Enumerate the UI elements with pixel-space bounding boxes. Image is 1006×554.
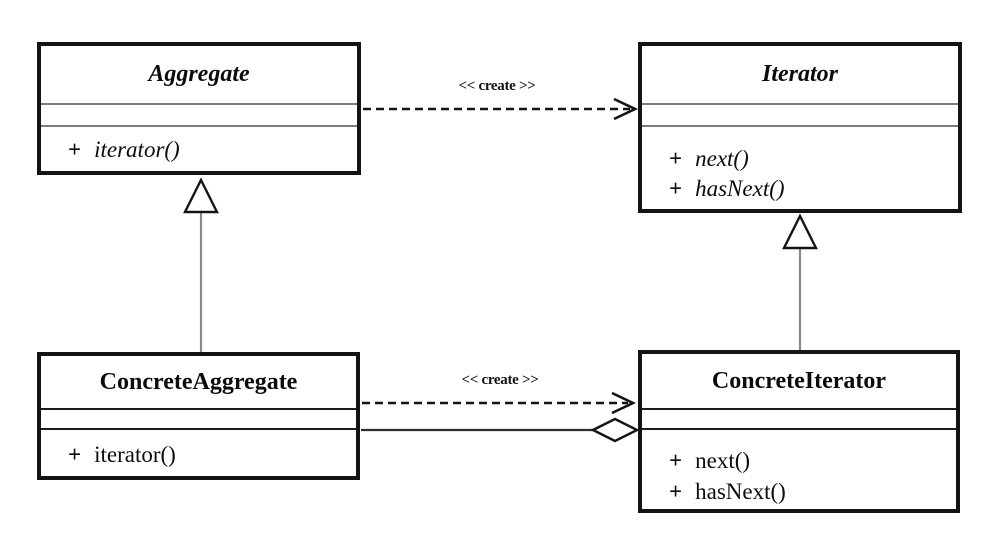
create-dependency-concreteaggregate-to-concreteiterator [362, 391, 637, 415]
method-hasnext: + hasNext() [669, 476, 956, 507]
visibility-public-symbol: + [68, 137, 82, 162]
visibility-public-symbol: + [669, 447, 683, 473]
class-name-concrete-iterator: ConcreteIterator [711, 367, 887, 394]
class-name-concrete-aggregate: ConcreteAggregate [99, 368, 298, 395]
attributes-compartment [41, 408, 356, 430]
attributes-compartment [41, 103, 357, 127]
method-signature: next() [695, 146, 749, 171]
create-stereotype-label-bottom: << create >> [461, 372, 539, 388]
class-box-aggregate: Aggregate + iterator() [37, 42, 361, 175]
method-signature: hasNext() [695, 478, 786, 504]
method-iterator: + iterator() [68, 135, 357, 165]
create-dependency-aggregate-to-iterator [363, 97, 639, 121]
method-signature: iterator() [94, 442, 176, 467]
visibility-public-symbol: + [669, 146, 683, 171]
method-next: + next() [669, 445, 956, 476]
method-signature: next() [695, 447, 751, 473]
generalization-concreteaggregate-to-aggregate [183, 177, 219, 352]
attributes-compartment [642, 103, 958, 127]
method-next: + next() [669, 144, 958, 174]
method-signature: iterator() [94, 137, 180, 162]
generalization-concreteiterator-to-iterator [782, 213, 818, 350]
method-hasnext: + hasNext() [669, 174, 958, 204]
class-name-iterator: Iterator [761, 61, 838, 87]
operations-compartment: + iterator() [41, 127, 357, 171]
aggregation-concreteiterator-to-concreteaggregate [361, 417, 640, 443]
class-box-concrete-iterator: ConcreteIterator + next() + hasNext() [638, 350, 960, 513]
class-name-aggregate: Aggregate [148, 61, 250, 87]
operations-compartment: + iterator() [41, 430, 356, 476]
class-box-iterator: Iterator + next() + hasNext() [638, 42, 962, 213]
operations-compartment: + next() + hasNext() [642, 127, 958, 209]
attributes-compartment [642, 408, 956, 430]
method-signature: hasNext() [695, 176, 785, 201]
create-stereotype-label-top: << create >> [458, 78, 536, 94]
visibility-public-symbol: + [68, 442, 82, 467]
class-box-concrete-aggregate: ConcreteAggregate + iterator() [37, 352, 360, 480]
operations-compartment: + next() + hasNext() [642, 430, 956, 509]
method-iterator: + iterator() [68, 440, 356, 470]
visibility-public-symbol: + [669, 176, 683, 201]
visibility-public-symbol: + [669, 478, 683, 504]
